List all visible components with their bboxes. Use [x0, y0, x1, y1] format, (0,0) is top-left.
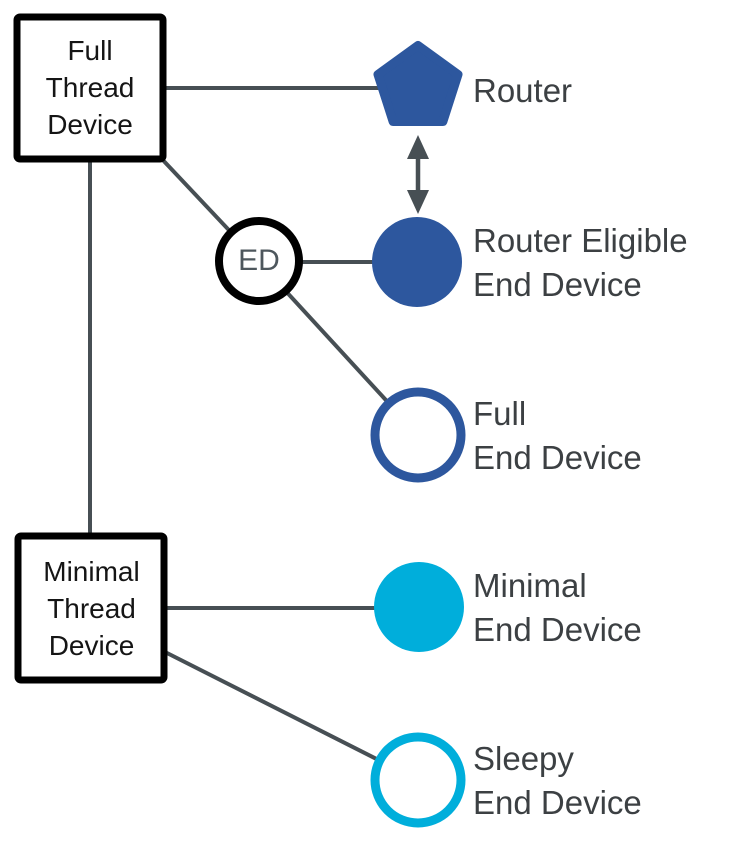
- double-arrow-router-reed: [407, 135, 429, 214]
- double-arrow-head-down-icon: [407, 190, 429, 214]
- sleepy-end-device-icon: [370, 732, 466, 828]
- full-thread-device-box: [13, 13, 167, 163]
- minimal-end-device-icon: [374, 562, 464, 652]
- full-end-device-icon: [370, 387, 466, 483]
- minimal-thread-device-box: [14, 532, 168, 684]
- ed-circle-icon: [215, 217, 303, 305]
- router-pentagon-icon: [373, 41, 463, 126]
- router-eligible-end-device-icon: [372, 217, 462, 307]
- double-arrow-head-up-icon: [407, 135, 429, 159]
